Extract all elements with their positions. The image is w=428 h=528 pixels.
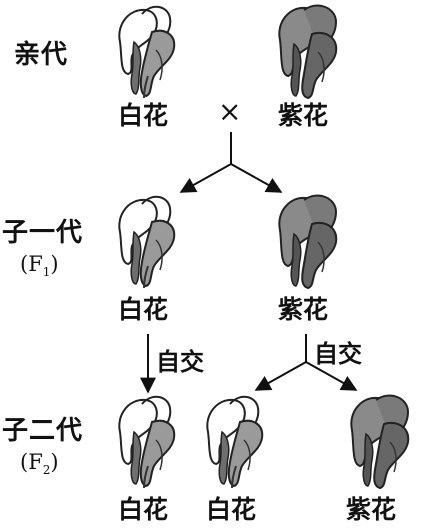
arrow-to-f1-purple <box>230 163 283 193</box>
f1-generation-symbol: (F1) <box>20 252 59 280</box>
arrow-to-f2-white <box>254 361 307 391</box>
f2-white-label-2: 白花 <box>206 495 257 524</box>
f1-purple-label: 紫花 <box>278 295 329 324</box>
f2-white-label-1: 白花 <box>118 495 169 524</box>
cross-symbol: × <box>218 95 242 128</box>
f1-purple-flower-icon <box>278 194 338 289</box>
parent-generation-label: 亲代 <box>14 40 69 70</box>
f2-white-flower-1-icon <box>118 395 176 489</box>
arrow-to-f1-white <box>179 163 232 193</box>
white-selfing-label: 自交 <box>156 347 204 376</box>
f1-generation-label: 子一代 <box>2 218 84 248</box>
f2-white-flower-2-icon <box>206 395 264 489</box>
arrow-to-f2-purple <box>305 361 358 391</box>
parent-white-flower-icon <box>118 5 176 99</box>
f2-purple-label: 紫花 <box>346 495 397 524</box>
f2-generation-label: 子二代 <box>2 416 84 446</box>
f1-white-label: 白花 <box>118 295 169 324</box>
purple-selfing-label: 自交 <box>314 339 362 368</box>
parent-purple-label: 紫花 <box>278 101 329 130</box>
parent-purple-flower-icon <box>278 4 338 99</box>
f1-white-flower-icon <box>118 195 176 289</box>
f2-purple-flower-icon <box>350 394 410 489</box>
f2-generation-symbol: (F2) <box>20 450 59 478</box>
parent-white-label: 白花 <box>118 101 169 130</box>
